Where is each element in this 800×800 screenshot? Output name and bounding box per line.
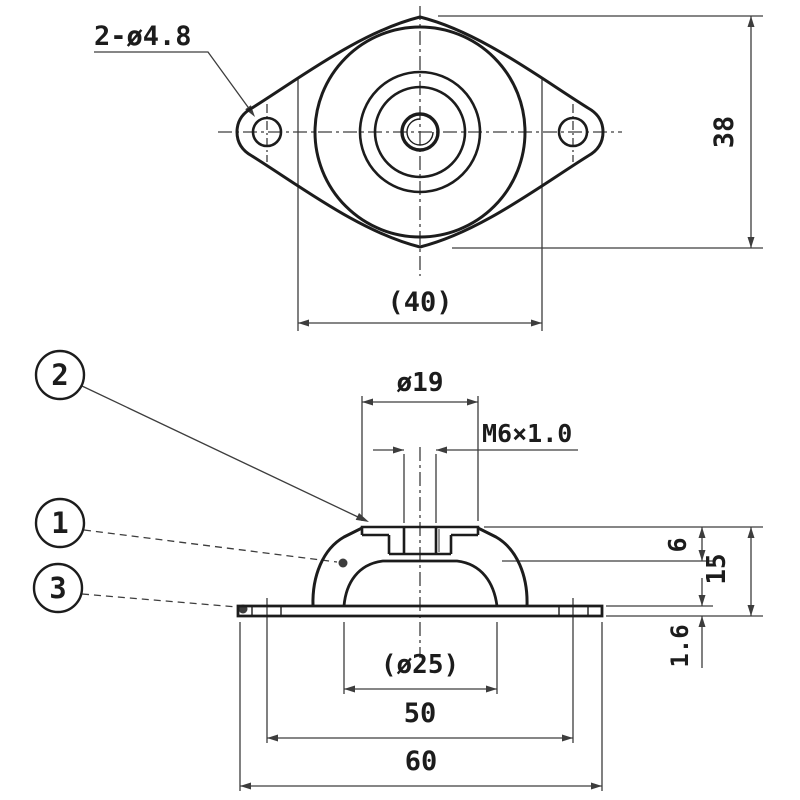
arrow-15-bottom <box>747 605 755 616</box>
arrow-50-right <box>562 734 573 742</box>
dim-cap-diameter: ø19 <box>397 368 444 398</box>
right-bolt-hole <box>557 116 589 148</box>
dot-balloon-1 <box>338 558 348 568</box>
dim-recess-depth: 6 <box>663 537 692 552</box>
dim-overall-height: 15 <box>702 553 732 584</box>
flange-outline <box>235 15 605 249</box>
arrow-60-right <box>591 782 602 790</box>
arrow-19-right <box>467 398 478 406</box>
thread-arc <box>406 118 434 146</box>
balloon-1-leader <box>83 529 338 563</box>
arrow-balloon-2 <box>355 513 369 522</box>
cap-step-circle <box>373 85 467 179</box>
dim-plate-thickness: 1.6 <box>666 624 694 667</box>
dim-width-40: (40) <box>387 287 452 318</box>
metal-cap-profile <box>360 525 480 556</box>
dim-40-lines <box>297 78 543 331</box>
dim-38-lines <box>438 15 763 249</box>
base-plate <box>236 604 604 618</box>
balloon-1-circle <box>34 497 86 549</box>
dome-right-profile <box>477 526 529 607</box>
balloon-3-leader <box>81 593 238 608</box>
arrowheads <box>238 16 755 790</box>
dim-overall-length: 60 <box>405 746 438 777</box>
dim-hole-callout: 2-ø4.8 <box>94 21 192 52</box>
cap-circle <box>358 70 482 194</box>
dim-inner-base-diameter: (ø25) <box>381 650 459 680</box>
dim-60-lines <box>239 622 603 791</box>
part-geometry <box>32 15 605 618</box>
arrow-1_6-bottom <box>698 616 706 627</box>
arrow-6-bottom <box>698 550 706 561</box>
arrow-38-bottom <box>747 237 755 248</box>
balloon-2-leader <box>81 385 359 518</box>
dome-left-profile <box>311 526 363 607</box>
arrow-25-right <box>486 685 497 693</box>
balloon-3-circle <box>32 562 84 614</box>
labels: 2-ø4.8 (40) 38 ø19 M6×1.0 6 15 1.6 (ø25)… <box>49 21 740 777</box>
arrow-15-top <box>747 527 755 538</box>
dim-hole-pitch: 50 <box>404 698 437 729</box>
arrow-hole-callout <box>245 105 255 117</box>
plate-hole-edges <box>251 606 589 616</box>
side-view <box>236 525 604 618</box>
arrow-m6-left <box>393 446 404 454</box>
dimension-lines <box>81 6 763 791</box>
top-view <box>235 15 605 249</box>
hole-callout-leader <box>94 51 254 115</box>
arrow-50-left <box>267 734 278 742</box>
arrow-38-top <box>747 16 755 27</box>
arrow-1_6-top <box>698 595 706 606</box>
left-bolt-hole <box>251 116 283 148</box>
arrow-40-left <box>298 319 309 327</box>
dim-50-lines <box>266 598 574 743</box>
arrow-60-left <box>240 782 251 790</box>
height-extension-lines <box>484 526 763 617</box>
balloon-3-label: 3 <box>49 571 66 605</box>
arrow-19-left <box>362 398 373 406</box>
dim-height-38: 38 <box>709 116 740 149</box>
dim-19-lines <box>361 396 479 521</box>
arrow-6-top <box>698 527 706 538</box>
dim-thread-spec: M6×1.0 <box>482 419 572 448</box>
balloon-1-label: 1 <box>51 506 68 540</box>
arrow-25-left <box>344 685 355 693</box>
inner-dome-profile <box>342 559 499 607</box>
arrow-m6-right <box>436 446 447 454</box>
dome-base-circle <box>313 25 527 239</box>
dim-m6-lines <box>373 449 578 523</box>
balloon-circles <box>32 349 86 614</box>
thread-hole-circle <box>400 112 440 152</box>
balloon-2-circle <box>34 349 86 401</box>
dim-25-lines <box>343 622 498 694</box>
balloon-2-label: 2 <box>51 358 68 392</box>
arrow-40-right <box>531 319 542 327</box>
